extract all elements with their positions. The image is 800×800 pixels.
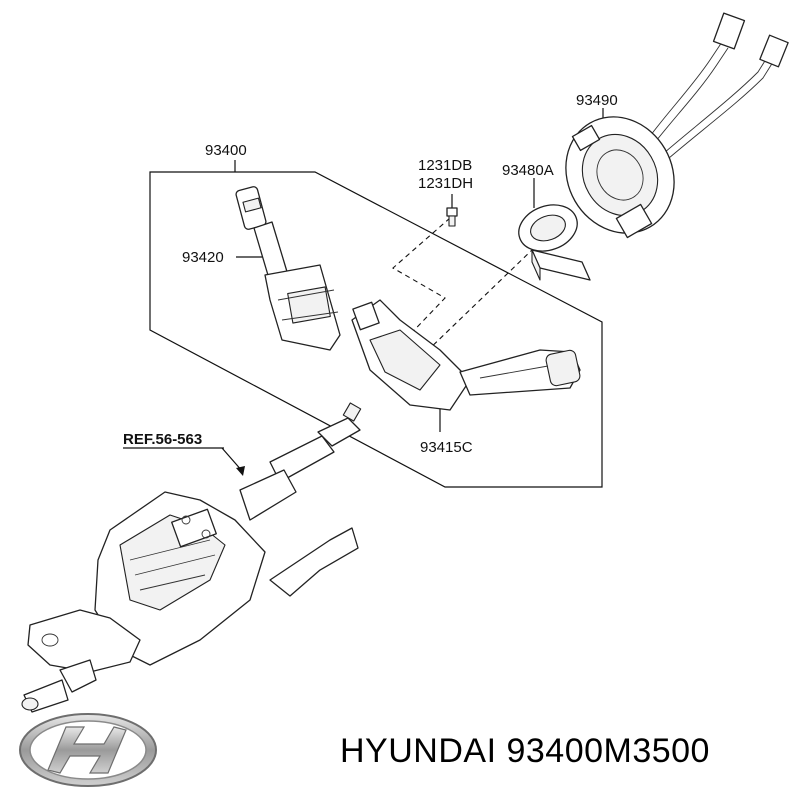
dashed-connector bbox=[392, 217, 451, 346]
label-1231db: 1231DB bbox=[418, 157, 472, 174]
label-93490: 93490 bbox=[576, 92, 618, 109]
label-1231dh: 1231DH bbox=[418, 175, 473, 192]
label-93480a: 93480A bbox=[502, 162, 554, 179]
label-reference: REF.56-563 bbox=[123, 431, 202, 448]
hyundai-logo-icon bbox=[19, 713, 157, 787]
steering-column bbox=[21, 402, 362, 713]
label-93415c: 93415C bbox=[420, 439, 473, 456]
clock-spring-93490 bbox=[565, 12, 789, 239]
wiper-switch-93415c bbox=[351, 299, 581, 411]
cover-93480a bbox=[518, 204, 591, 281]
assembly-outline bbox=[149, 171, 603, 488]
label-93400: 93400 bbox=[205, 142, 247, 159]
light-switch-93420 bbox=[235, 186, 341, 351]
label-93420: 93420 bbox=[182, 249, 224, 266]
bolt-1231db bbox=[446, 207, 458, 227]
part-number-text: HYUNDAI 93400M3500 bbox=[340, 732, 710, 770]
